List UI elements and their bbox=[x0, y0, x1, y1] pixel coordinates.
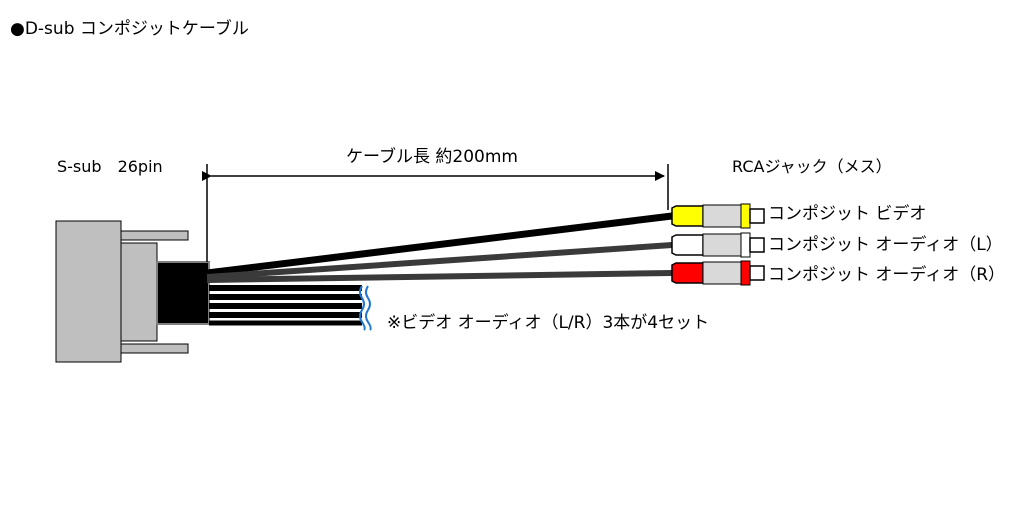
connector-label: S-sub 26pin bbox=[57, 157, 163, 176]
plug-jack bbox=[749, 265, 765, 281]
truncated-cables bbox=[209, 285, 372, 331]
plug-tip-yellow bbox=[671, 205, 704, 227]
rca-plug-audio-left bbox=[671, 232, 765, 258]
plug-body bbox=[702, 233, 742, 257]
connector-hood bbox=[156, 261, 210, 325]
plug-collar bbox=[740, 203, 751, 229]
cable-audio-left bbox=[206, 242, 673, 280]
plug-tip-white bbox=[671, 234, 704, 256]
bundle-note: ※ビデオ オーディオ（L/R）3本が4セット bbox=[387, 313, 710, 333]
plug-body bbox=[702, 204, 742, 228]
rca-plug-audio-right bbox=[671, 260, 765, 286]
cable-length-label: ケーブル長 約200mm bbox=[346, 147, 518, 167]
cable-audio-right bbox=[206, 270, 673, 283]
plug-label-video: コンポジット ビデオ bbox=[768, 204, 927, 224]
plug-collar bbox=[740, 260, 751, 286]
break-mark-icon bbox=[365, 285, 372, 331]
connector-body bbox=[120, 242, 158, 342]
rca-jack-label: RCAジャック（メス） bbox=[732, 157, 892, 176]
dsub-connector bbox=[55, 220, 210, 363]
rca-cables bbox=[206, 212, 673, 283]
plug-jack bbox=[749, 237, 765, 253]
cable-video bbox=[206, 212, 673, 277]
connector-shell bbox=[55, 220, 122, 363]
plug-label-audio-left: コンポジット オーディオ（L） bbox=[768, 235, 1003, 255]
plug-jack bbox=[749, 208, 765, 224]
plug-collar bbox=[740, 232, 751, 258]
diagram-title: ●D-sub コンポジットケーブル bbox=[10, 19, 249, 39]
plug-label-audio-right: コンポジット オーディオ（R） bbox=[768, 265, 1006, 285]
connector-screw-top bbox=[119, 230, 189, 241]
plug-body bbox=[702, 261, 742, 285]
plug-tip-red bbox=[671, 262, 704, 284]
break-mark-icon bbox=[359, 285, 366, 331]
cable-length-dimension bbox=[202, 164, 669, 262]
connector-screw-bottom bbox=[119, 343, 189, 354]
rca-plug-video bbox=[671, 203, 765, 229]
